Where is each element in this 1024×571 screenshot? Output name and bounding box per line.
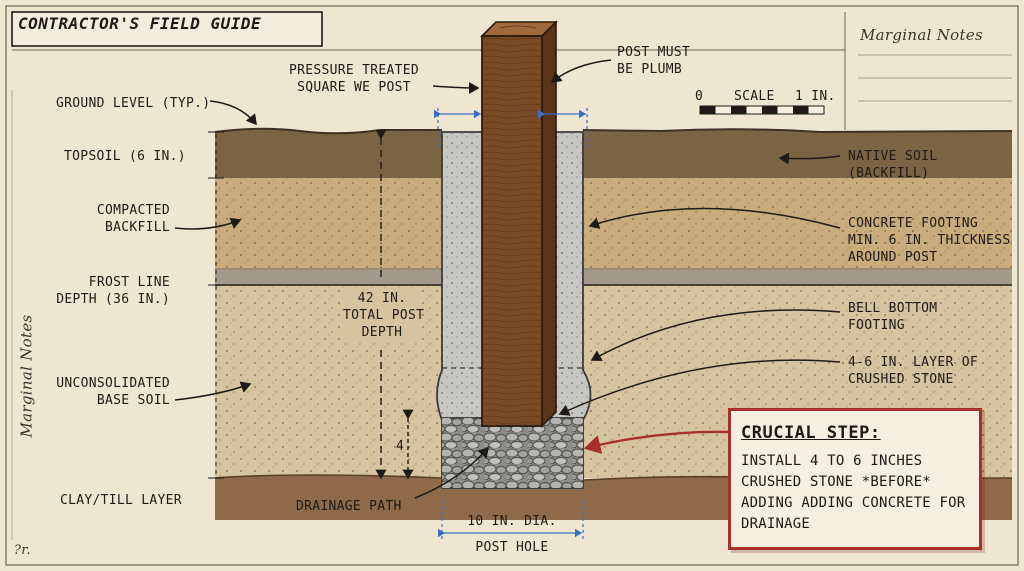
hole-diameter-label: 10 in. DIA.: [467, 514, 557, 529]
marginal-notes-side: Marginal Notes: [17, 314, 36, 438]
callout-title: CRUCIAL STEP:: [741, 423, 881, 443]
dimension-lines: [434, 108, 588, 540]
stone-depth-label: 4: [396, 439, 405, 454]
ground-level-label: GROUND LEVEL (TYP.): [56, 96, 211, 111]
marginal-notes-top: Marginal Notes: [860, 26, 983, 44]
frost-line-label: FROST LINE DEPTH (36 in.): [56, 275, 170, 307]
concrete-footing-label: CONCRETE FOOTING MIN. 6 in. THICKNESS AR…: [848, 216, 1011, 265]
clay-till-label: CLAY/TILL LAYER: [60, 493, 182, 508]
bell-bottom-label: BELL BOTTOM FOOTING: [848, 301, 938, 333]
post-type-label: PRESSURE TREATED SQUARE WE POST: [288, 63, 420, 95]
topsoil-label: TOPSOIL (6 in.): [64, 149, 186, 164]
page-border: [5, 5, 1019, 566]
scale-label: SCALE: [734, 89, 775, 104]
callout-body: INSTALL 4 TO 6 INCHES CRUSHED STONE *BEF…: [741, 453, 966, 532]
scale-start-label: 0: [695, 89, 704, 104]
native-soil-label: NATIVE SOIL (BACKFILL): [848, 149, 938, 181]
scale-bar: [699, 105, 825, 115]
crucial-step-callout: CRUCIAL STEP: INSTALL 4 TO 6 INCHES CRUS…: [728, 408, 982, 550]
drainage-path-label: DRAINAGE PATH: [296, 499, 402, 514]
depth-dimension: [375, 129, 414, 480]
unconsolidated-soil-label: UNCONSOLIDATED BASE SOIL: [56, 376, 170, 408]
title-box: [11, 11, 323, 47]
compacted-backfill-label: COMPACTED BACKFILL: [96, 203, 170, 235]
callout-arrow: [583, 430, 733, 454]
soil-layers: [214, 127, 1013, 520]
left-layer-brackets: [208, 131, 224, 479]
marginal-notes-corner: ?r.: [14, 543, 31, 558]
page-title: CONTRACTOR'S FIELD GUIDE: [18, 14, 262, 33]
total-depth-label: 42 in. TOTAL POST DEPTH: [343, 290, 425, 341]
plumb-label: POST MUST BE PLUMB: [617, 45, 691, 77]
post-hole-label: POST HOLE: [475, 540, 549, 555]
crushed-stone-label: 4-6 in. LAYER OF CRUSHED STONE: [848, 355, 979, 387]
wood-post: [480, 20, 558, 428]
leader-arrows: [174, 59, 841, 499]
crushed-stone-layer: [441, 417, 584, 489]
scale-end-label: 1 in.: [795, 89, 836, 104]
